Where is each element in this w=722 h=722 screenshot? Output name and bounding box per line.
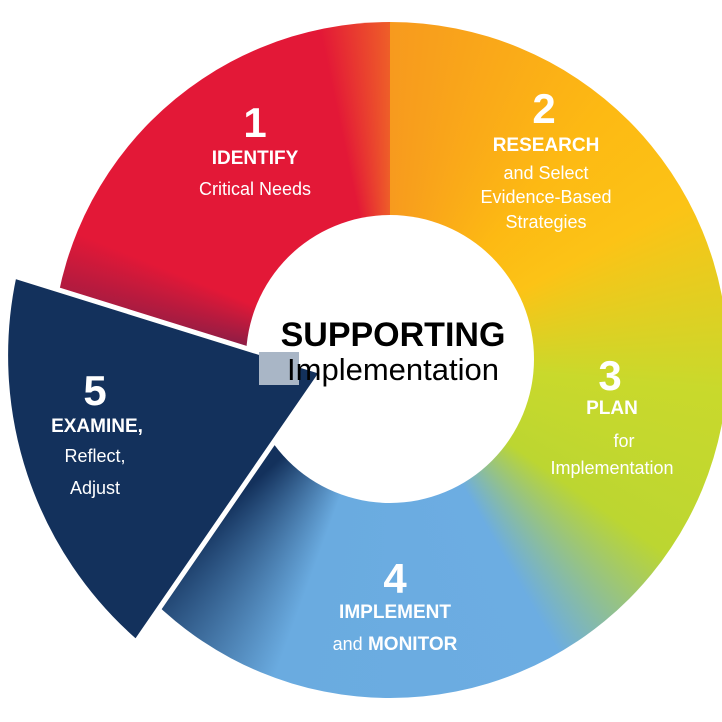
step-5-title: EXAMINE, bbox=[51, 416, 143, 437]
step-4-line: and MONITOR bbox=[333, 633, 458, 656]
step-1-line: Critical Needs bbox=[198, 179, 312, 199]
center-title: SUPPORTING bbox=[280, 316, 506, 354]
step-2-line: Strategies bbox=[505, 212, 587, 232]
step-3-number: 3 bbox=[598, 352, 622, 399]
step-2-line: and Select bbox=[503, 163, 589, 183]
step-2-line: Evidence-Based bbox=[480, 187, 612, 207]
step-2-title: RESEARCH bbox=[492, 135, 600, 156]
step-4-number: 4 bbox=[383, 555, 407, 602]
step-3-line: for bbox=[613, 431, 635, 451]
step-5-number: 5 bbox=[83, 367, 107, 414]
step-3-line: Implementation bbox=[550, 458, 674, 478]
step-5-line: Adjust bbox=[69, 478, 121, 498]
step-4-title: IMPLEMENT bbox=[339, 602, 451, 623]
center-subtitle: Implementation bbox=[287, 352, 499, 387]
step-1-number: 1 bbox=[243, 99, 267, 146]
highlight-artifact bbox=[259, 352, 299, 385]
step-5-line: Reflect, bbox=[64, 446, 126, 466]
step-2-number: 2 bbox=[532, 85, 556, 132]
step-4-prefix: and bbox=[332, 634, 363, 654]
step-4-title2: MONITOR bbox=[367, 634, 458, 655]
step-3-title: PLAN bbox=[586, 398, 638, 419]
step-1-title: IDENTIFY bbox=[211, 148, 299, 169]
